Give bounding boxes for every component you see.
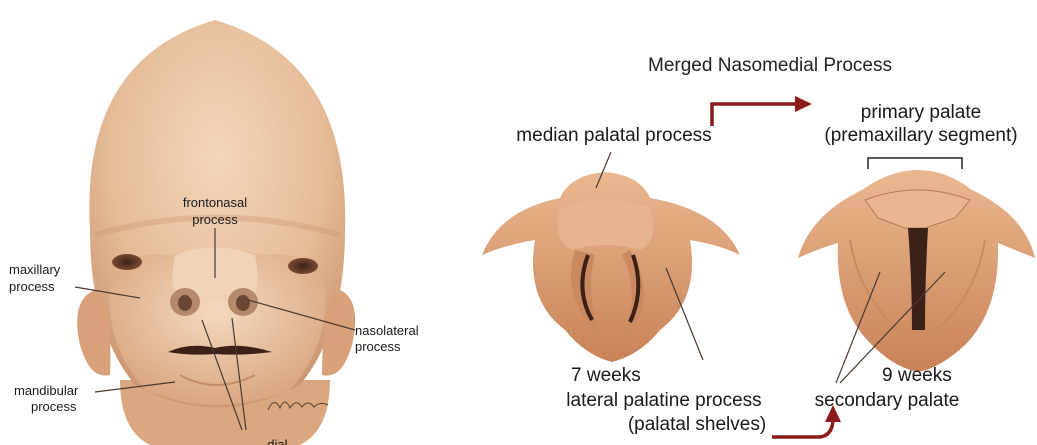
- stage-9-weeks-label: 9 weeks: [882, 365, 952, 386]
- left-nasal-opening: [178, 295, 192, 311]
- mandibular-label-2: process: [31, 399, 77, 414]
- median-palatal-process-shape: [558, 199, 654, 250]
- median-palatal-label: median palatal process: [516, 125, 711, 146]
- palate-illustration: Merged Nasomedial Process median palatal…: [482, 55, 1035, 437]
- lateral-palatine-label-2: (palatal shelves): [628, 414, 766, 435]
- secondary-palate-label: secondary palate: [815, 390, 960, 411]
- frontonasal-label-1: frontonasal: [183, 195, 247, 210]
- left-ear: [77, 290, 110, 376]
- progression-arrow-bottom-shaft: [772, 420, 833, 437]
- primary-palate-label-1: primary palate: [861, 102, 981, 123]
- progression-arrow-top-shaft: [712, 104, 795, 126]
- lateral-palatine-label-1: lateral palatine process: [566, 390, 761, 411]
- nasolateral-label-2: process: [355, 339, 401, 354]
- nasomedial-label-partial: ...dial: [256, 437, 287, 445]
- mandibular-label-1: mandibular: [14, 383, 79, 398]
- primary-palate-label-2: (premaxillary segment): [824, 125, 1017, 146]
- left-eye: [112, 254, 142, 270]
- premaxilla-bracket: [868, 158, 962, 169]
- right-eye: [288, 258, 318, 274]
- embryo-face-illustration: frontonasal process maxillary process na…: [9, 20, 419, 445]
- nasolateral-label-1: nasolateral: [355, 323, 419, 338]
- maxillary-label-1: maxillary: [9, 262, 61, 277]
- progression-arrow-top-head: [795, 96, 812, 112]
- frontonasal-label-2: process: [192, 212, 238, 227]
- palate-9-weeks: [798, 170, 1035, 383]
- right-nasal-opening: [236, 295, 250, 311]
- stage-7-weeks-label: 7 weeks: [571, 365, 641, 386]
- diagram-title: Merged Nasomedial Process: [648, 55, 892, 76]
- palate-7-weeks: [482, 152, 740, 362]
- maxillary-label-2: process: [9, 279, 55, 294]
